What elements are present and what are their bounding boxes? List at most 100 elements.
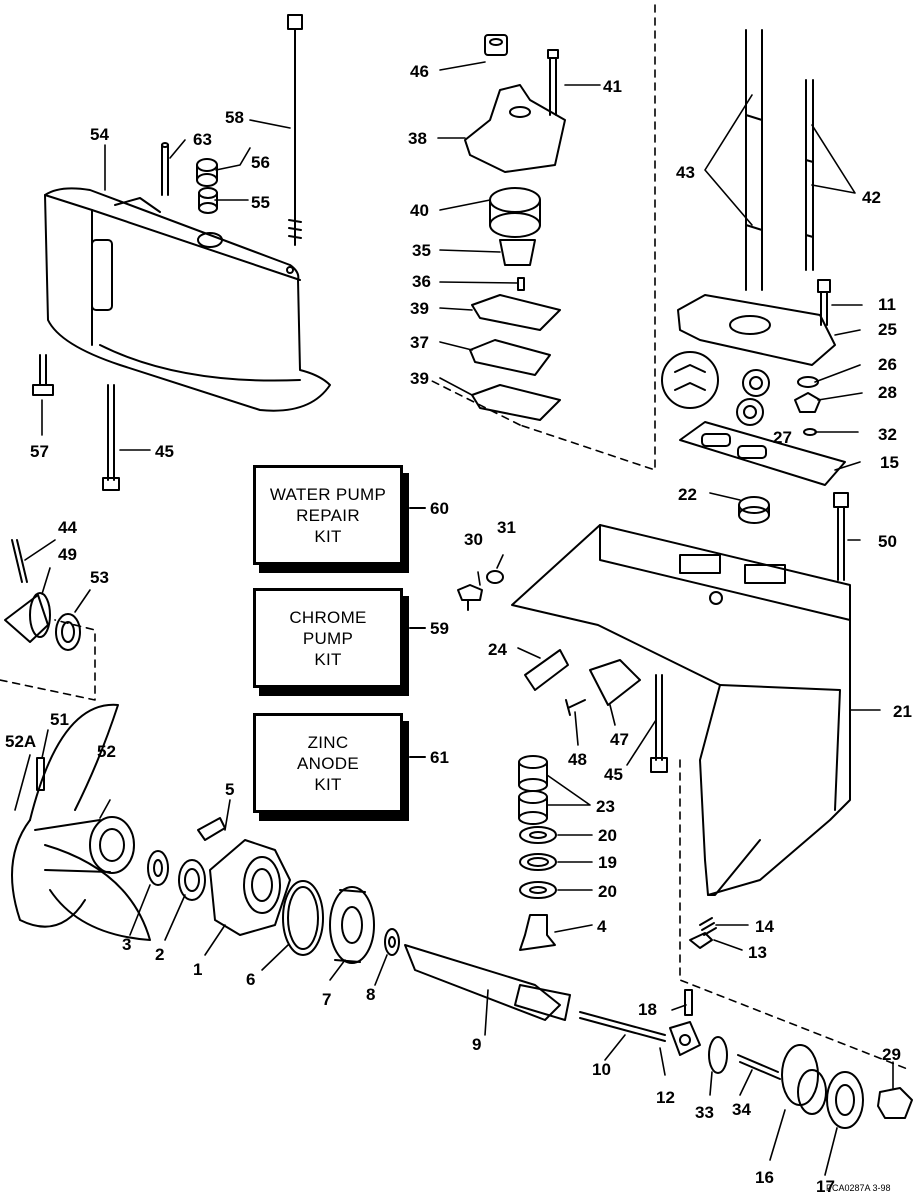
callout-40: 40	[410, 201, 429, 220]
bushing-56	[196, 158, 218, 187]
shaft-9	[404, 944, 571, 1021]
callout-3: 3	[122, 935, 131, 954]
callout-19: 19	[598, 853, 617, 872]
callout-35: 35	[412, 241, 431, 260]
pin-18	[684, 989, 693, 1016]
callout-53: 53	[90, 568, 109, 587]
gear-16	[781, 1044, 827, 1115]
callout-1: 1	[193, 960, 202, 979]
callout-59: 59	[430, 619, 449, 638]
ring-33	[708, 1036, 728, 1074]
callout-4: 4	[597, 917, 607, 936]
nut-29	[877, 1087, 913, 1119]
callout-42: 42	[862, 188, 881, 207]
callout-37: 37	[410, 333, 429, 352]
callout-24: 24	[488, 640, 507, 659]
pin-51	[36, 757, 45, 791]
callout-14: 14	[755, 917, 774, 936]
callout-47: 47	[610, 730, 629, 749]
callout-5: 5	[225, 780, 234, 799]
callout-20-top: 20	[598, 826, 617, 845]
washer-31	[486, 570, 504, 584]
callout-43: 43	[676, 163, 695, 182]
callout-12: 12	[656, 1088, 675, 1107]
callout-13: 13	[748, 943, 767, 962]
drive-shaft-43	[745, 29, 763, 291]
exhaust-housing	[44, 187, 331, 412]
screw-5	[197, 817, 226, 841]
kit-box-chrome-pump: CHROME PUMP KIT	[253, 588, 403, 688]
bolt-57	[32, 354, 54, 396]
callout-9: 9	[472, 1035, 481, 1054]
clutch-12	[669, 1021, 701, 1056]
kit-box-zinc-anode: ZINC ANODE KIT	[253, 713, 403, 813]
pin-63	[161, 142, 169, 196]
cone-49	[4, 592, 51, 643]
kit-label-water-pump-repair: WATER PUMP REPAIR KIT	[269, 484, 387, 546]
callout-6: 6	[246, 970, 255, 989]
callout-31: 31	[497, 518, 516, 537]
callout-48: 48	[568, 750, 587, 769]
callout-61: 61	[430, 748, 449, 767]
callout-39-bottom: 39	[410, 369, 429, 388]
shift-rod-42	[805, 79, 814, 271]
callout-45-right: 45	[604, 765, 623, 784]
propeller-52	[11, 703, 151, 941]
bolt-45-right	[650, 674, 668, 773]
callout-18: 18	[638, 1000, 657, 1019]
callout-46: 46	[410, 62, 429, 81]
callout-63: 63	[193, 130, 212, 149]
callout-32: 32	[878, 425, 897, 444]
bolt-45-left	[102, 384, 120, 491]
water-pump-stack	[464, 34, 566, 421]
bearing-17	[826, 1071, 864, 1129]
callout-45-left: 45	[155, 442, 174, 461]
callout-50: 50	[878, 532, 897, 551]
callout-38: 38	[408, 129, 427, 148]
callout-22: 22	[678, 485, 697, 504]
callout-27: 27	[773, 428, 792, 447]
callout-55: 55	[251, 193, 270, 212]
callout-2: 2	[155, 945, 164, 964]
callout-23: 23	[596, 797, 615, 816]
callout-15: 15	[880, 453, 899, 472]
bolt-50	[833, 492, 849, 581]
callout-29: 29	[882, 1045, 901, 1064]
bearing-2	[178, 859, 206, 901]
callout-39-top: 39	[410, 299, 429, 318]
bearings-23	[518, 755, 548, 825]
pinion-4	[519, 914, 556, 951]
callout-21: 21	[893, 702, 912, 721]
callout-34: 34	[732, 1100, 751, 1119]
callout-8: 8	[366, 985, 375, 1004]
callout-49: 49	[58, 545, 77, 564]
dashed-guide-lines	[0, 4, 911, 1071]
kit-box-water-pump-repair: WATER PUMP REPAIR KIT	[253, 465, 403, 565]
callout-7: 7	[322, 990, 331, 1009]
seal-26-28-32	[794, 376, 821, 436]
o-ring-6	[282, 880, 324, 956]
callout-54: 54	[90, 125, 109, 144]
spring-10	[579, 1011, 666, 1042]
bushing-55	[198, 187, 218, 214]
callout-58: 58	[225, 108, 244, 127]
washer-8	[384, 928, 400, 956]
gear-7	[329, 886, 375, 964]
screw-13	[689, 932, 713, 949]
callout-56: 56	[251, 153, 270, 172]
washer-3	[147, 850, 169, 886]
leader-lines	[14, 61, 894, 1176]
cover-25	[677, 294, 836, 366]
long-bolt-58	[287, 14, 303, 246]
callout-41: 41	[603, 77, 622, 96]
anode-24	[524, 649, 569, 691]
callout-33: 33	[695, 1103, 714, 1122]
screw-30	[457, 584, 483, 611]
callout-52: 52	[97, 742, 116, 761]
pin-44	[11, 539, 28, 583]
pin-34	[737, 1054, 781, 1080]
callout-20-bottom: 20	[598, 882, 617, 901]
callout-25: 25	[878, 320, 897, 339]
bearing-19	[519, 853, 557, 871]
